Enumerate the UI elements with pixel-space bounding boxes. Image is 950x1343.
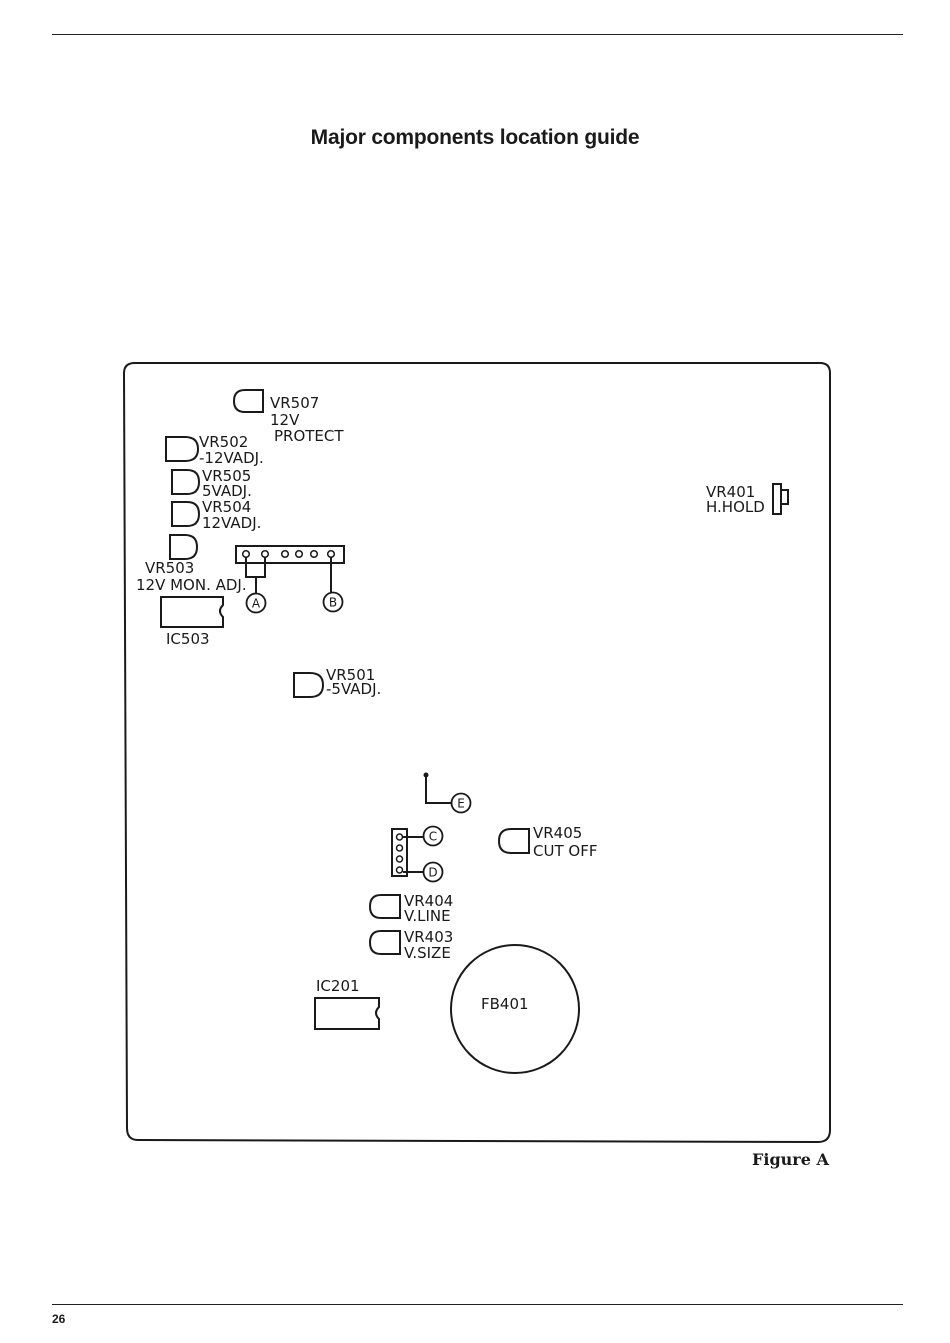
pin-header (392, 829, 424, 876)
vr502-symbol (166, 437, 198, 461)
header-pin (397, 834, 403, 840)
header-pin (397, 867, 403, 873)
vr404-component: VR404 V.LINE (370, 892, 453, 925)
test-point-a: A (247, 594, 266, 613)
vr507-label: VR507 (270, 394, 319, 412)
vr503-function: 12V MON. ADJ. (136, 576, 247, 594)
vr504-component: VR504 12VADJ. (172, 498, 261, 532)
connector-pin (243, 551, 250, 558)
test-point-d: D (424, 863, 443, 882)
test-point-d-label: D (428, 866, 437, 880)
vr501-function: -5VADJ. (326, 680, 381, 698)
ic503-component: IC503 (161, 597, 223, 648)
vr405-function: CUT OFF (533, 842, 597, 860)
test-point-c: C (424, 827, 443, 846)
header-pin (397, 856, 403, 862)
fb401-component: FB401 (451, 945, 579, 1073)
vr405-label: VR405 (533, 824, 582, 842)
vr505-symbol (172, 470, 199, 494)
vr401-knob (781, 490, 788, 504)
vr403-component: VR403 V.SIZE (370, 928, 453, 962)
page-number: 26 (52, 1312, 65, 1326)
vr503-component: VR503 12V MON. ADJ. (136, 535, 247, 594)
vr507-function: PROTECT (274, 427, 344, 445)
vr405-component: VR405 CUT OFF (499, 824, 597, 860)
vr401-function: H.HOLD (706, 498, 765, 516)
connector-pin (311, 551, 318, 558)
fb401-label: FB401 (481, 995, 529, 1013)
connector-pin (328, 551, 335, 558)
connector-pin (262, 551, 269, 558)
vr501-component: VR501 -5VADJ. (294, 666, 381, 698)
vr501-symbol (294, 673, 323, 697)
bottom-rule (52, 1304, 903, 1305)
vr502-function: -12VADJ. (199, 449, 264, 467)
ic503-symbol (161, 597, 223, 627)
connector-pin (282, 551, 289, 558)
vr404-symbol (370, 895, 400, 918)
test-point-b-label: B (329, 596, 337, 610)
ic201-label: IC201 (316, 977, 360, 995)
vr502-component: VR502 -12VADJ. (166, 433, 264, 467)
connector-strip (236, 546, 344, 594)
connector-pin (296, 551, 303, 558)
vr504-symbol (172, 502, 199, 526)
header-pin (397, 845, 403, 851)
ic201-component: IC201 (315, 977, 379, 1029)
test-point-e: E (424, 773, 471, 813)
figure-caption: Figure A (752, 1150, 829, 1169)
ic201-symbol (315, 998, 379, 1029)
ic503-label: IC503 (166, 630, 210, 648)
vr503-symbol (170, 535, 197, 559)
test-point-c-label: C (429, 830, 437, 844)
vr503-label: VR503 (145, 559, 194, 577)
vr401-component: VR401 H.HOLD (706, 483, 788, 516)
vr505-component: VR505 5VADJ. (172, 467, 252, 500)
vr403-function: V.SIZE (404, 944, 451, 962)
test-point-b: B (324, 593, 343, 612)
vr504-function: 12VADJ. (202, 514, 261, 532)
vr507-symbol (234, 390, 263, 412)
vr403-symbol (370, 931, 400, 954)
vr507-component: VR507 12V PROTECT (234, 390, 344, 445)
vr401-symbol (773, 484, 781, 514)
vr405-symbol (499, 829, 529, 853)
vr404-function: V.LINE (404, 907, 451, 925)
test-point-e-label: E (457, 797, 465, 811)
test-point-e-wire (426, 775, 452, 803)
test-point-a-label: A (252, 597, 261, 611)
